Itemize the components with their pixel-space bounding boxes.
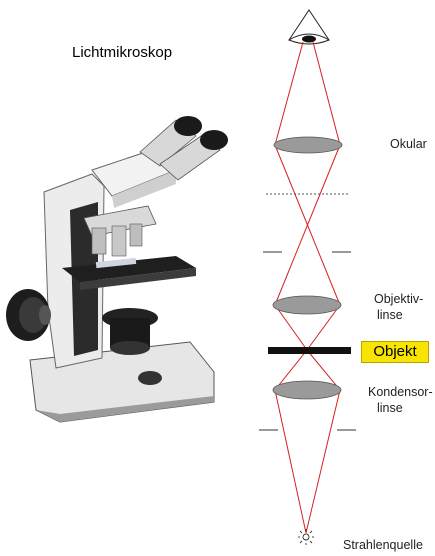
light-rays xyxy=(275,42,340,533)
diagram-title: Lichtmikroskop xyxy=(72,44,172,61)
label-objective-line1: Objektiv- xyxy=(374,292,423,307)
label-objective-line2: linse xyxy=(377,308,403,323)
objective-lens xyxy=(273,296,341,314)
label-ocular: Okular xyxy=(390,137,427,152)
label-condenser-line2: linse xyxy=(377,401,403,416)
label-light-source: Strahlenquelle xyxy=(343,538,423,553)
ocular-lens xyxy=(274,137,342,153)
label-condenser-line1: Kondensor- xyxy=(368,385,433,400)
specimen-slide xyxy=(268,347,351,354)
eye-icon xyxy=(289,10,329,44)
label-object: Objekt xyxy=(361,341,429,363)
condenser-lens xyxy=(273,381,341,399)
